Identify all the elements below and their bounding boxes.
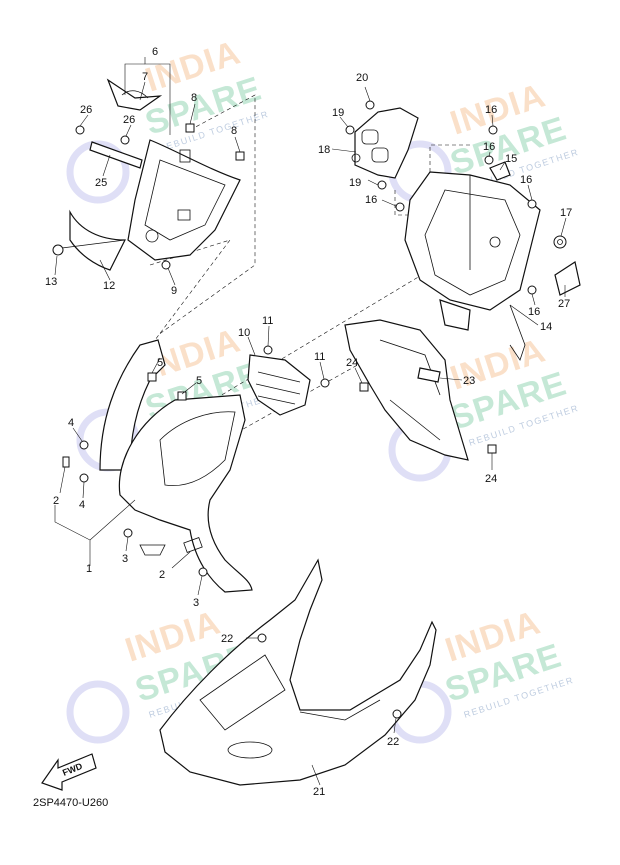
part-label-27 [554, 261, 581, 296]
callout-16: 16 [520, 174, 532, 186]
part-cover-10 [247, 354, 311, 416]
callout-2: 2 [53, 495, 59, 507]
callout-7: 7 [142, 71, 148, 83]
leader-lines [54, 57, 567, 786]
callout-23: 23 [463, 375, 475, 387]
fwd-arrow: FWD [41, 753, 97, 791]
fwd-arrow-icon [41, 753, 97, 791]
callout-8: 8 [231, 125, 237, 137]
part-screw-13 [52, 244, 64, 256]
callout-26: 26 [80, 104, 92, 116]
callout-21: 21 [313, 786, 325, 798]
callout-5: 5 [196, 375, 202, 387]
bolt-22a [257, 633, 267, 643]
callout-labels: 1 2 2 3 3 4 4 5 5 6 7 8 8 9 10 11 11 12 … [45, 46, 572, 798]
part-upper-handle-cover [106, 78, 241, 261]
callout-19: 19 [349, 177, 361, 189]
bolt-19a [345, 125, 355, 135]
callout-27: 27 [558, 298, 570, 310]
bolt-4a [79, 440, 89, 450]
callout-5: 5 [157, 357, 163, 369]
clip-8a [185, 123, 195, 133]
callout-4: 4 [79, 499, 85, 511]
callout-22: 22 [387, 736, 399, 748]
callout-1: 1 [86, 563, 92, 575]
clip-2a [62, 456, 70, 468]
callout-9: 9 [171, 285, 177, 297]
clip-24b [487, 444, 497, 454]
part-panel-12 [61, 209, 126, 271]
callout-19: 19 [332, 107, 344, 119]
bolt-16c [484, 155, 494, 165]
part-bracket-15 [489, 161, 511, 181]
part-side-cover-23 [344, 319, 469, 461]
clip-5b [177, 391, 187, 401]
callout-14: 14 [540, 321, 552, 333]
callout-16: 16 [483, 141, 495, 153]
callout-8: 8 [191, 92, 197, 104]
callout-2: 2 [159, 569, 165, 581]
bolt-19b [377, 180, 387, 190]
clip-24a [359, 382, 369, 392]
callout-11: 11 [314, 351, 325, 363]
callout-26: 26 [123, 114, 135, 126]
callout-15: 15 [505, 153, 517, 165]
bolt-4b [79, 473, 89, 483]
watermark-logo-icon [66, 680, 130, 744]
callout-16: 16 [365, 194, 377, 206]
callout-20: 20 [356, 72, 368, 84]
callout-13: 13 [45, 276, 57, 288]
bolt-9 [161, 260, 171, 270]
clip-5a [147, 372, 157, 382]
callout-6: 6 [152, 46, 158, 58]
bolt-3a [123, 528, 133, 538]
part-under-cover-21 [159, 558, 437, 786]
bolt-16a [395, 202, 405, 212]
drawing-code: 2SP4470-U260 [33, 797, 108, 809]
callout-24: 24 [346, 357, 358, 369]
bolt-26b [120, 135, 130, 145]
part-inner-shield-14 [404, 171, 541, 361]
callout-12: 12 [103, 280, 115, 292]
callout-11: 11 [262, 315, 273, 327]
bolt-20 [365, 100, 375, 110]
bolt-16b [488, 125, 498, 135]
callout-3: 3 [193, 597, 199, 609]
bolt-3b [198, 567, 208, 577]
watermark-bottom-right: INDIA SPARE REBUILD TOGETHER [388, 603, 575, 744]
callout-16: 16 [528, 306, 540, 318]
bolt-26a [75, 125, 85, 135]
callout-17: 17 [560, 207, 572, 219]
callout-3: 3 [122, 553, 128, 565]
bolt-11a [263, 345, 273, 355]
bolt-22b [392, 709, 402, 719]
part-grommet-17 [553, 235, 567, 249]
bolt-16e [527, 285, 537, 295]
bolt-16d [527, 199, 537, 209]
callout-22: 22 [221, 633, 233, 645]
callout-25: 25 [95, 177, 107, 189]
part-bracket-25 [89, 141, 143, 169]
callout-4: 4 [68, 417, 74, 429]
callout-16: 16 [485, 104, 497, 116]
callout-18: 18 [318, 144, 330, 156]
callout-24: 24 [485, 473, 497, 485]
clip-8b [235, 151, 245, 161]
callout-10: 10 [238, 327, 250, 339]
part-bracket-18 [351, 107, 419, 179]
bolt-11b [320, 378, 330, 388]
